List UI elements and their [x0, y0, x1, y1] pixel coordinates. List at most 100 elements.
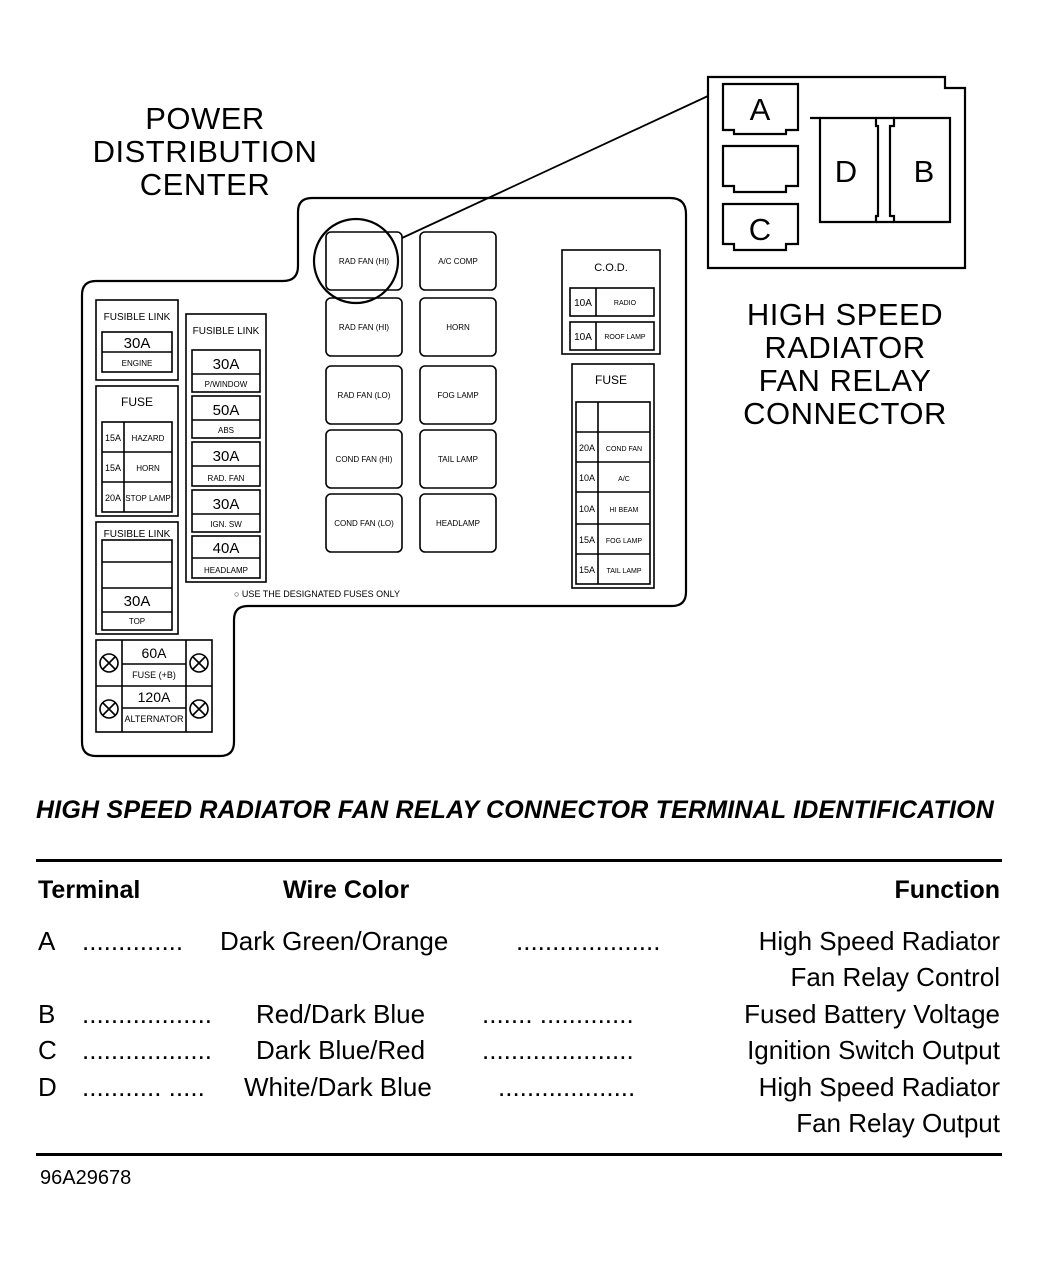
cod-header: C.O.D.: [594, 262, 628, 274]
relay-label: RAD FAN (HI): [339, 257, 390, 266]
relay-label: FOG LAMP: [437, 391, 478, 400]
fuse-rating: 120A: [138, 689, 171, 705]
leader-dots: ..................: [82, 999, 213, 1029]
pin-c-cavity: [721, 202, 800, 252]
figure-reference-number: 96A29678: [40, 1167, 132, 1189]
table-top-rule: [36, 859, 1002, 862]
relay-label: COND FAN (HI): [336, 455, 393, 464]
fuse-rating: 15A: [579, 535, 595, 545]
fuse-name: IGN. SW: [210, 520, 242, 529]
fuse-block-header: FUSE: [121, 395, 153, 409]
pin-label-a: A: [750, 92, 771, 127]
fuse-name: FOG LAMP: [606, 538, 643, 545]
wire-color-cell: Dark Blue/Red: [256, 1035, 426, 1065]
pdc-title: POWER DISTRIBUTION CENTER: [70, 102, 340, 201]
header-terminal: Terminal: [38, 876, 141, 904]
fuse-rating: 15A: [105, 433, 121, 443]
pin-label-c: C: [749, 212, 771, 247]
fuse-rating: 10A: [574, 298, 592, 309]
function-cell: Fan Relay Control: [790, 962, 1000, 992]
function-cell: Ignition Switch Output: [747, 1035, 1000, 1065]
fuse-block-header: FUSE: [595, 373, 627, 387]
terminal-cell: D: [38, 1072, 57, 1102]
fuse-name: STOP LAMP: [125, 494, 171, 503]
leader-dots: ..................: [82, 1035, 213, 1065]
pin-a-cavity: [721, 82, 800, 136]
fuse-name: HORN: [136, 464, 160, 473]
pdc-title-line: CENTER: [139, 167, 271, 202]
fuse-rating: 20A: [105, 493, 121, 503]
fuse-rating: 50A: [213, 402, 240, 419]
pdc-title-line: DISTRIBUTION: [92, 134, 318, 169]
fuse-name: ENGINE: [122, 359, 153, 368]
fuse-rating: 30A: [213, 496, 240, 513]
relay-title-line: CONNECTOR: [743, 396, 947, 431]
function-cell: Fused Battery Voltage: [744, 999, 1000, 1029]
pin-b-cavity: [888, 116, 952, 224]
function-cell: Fan Relay Output: [796, 1108, 1000, 1138]
connector-outline: [706, 75, 967, 270]
relay-label: RAD FAN (HI): [339, 323, 390, 332]
leader-dots: ........... .....: [82, 1072, 205, 1102]
pdc-title-line: POWER: [145, 101, 265, 136]
relay-label: COND FAN (LO): [334, 519, 394, 528]
relay-label: RAD FAN (LO): [338, 391, 391, 400]
function-cell: High Speed Radiator: [758, 926, 1000, 956]
header-function: Function: [894, 876, 1000, 904]
power-distribution-diagram: A D B C: [80, 75, 967, 758]
leader-dots: .....................: [482, 1035, 634, 1065]
fuse-rating: 60A: [142, 645, 168, 661]
designated-fuses-note: ○ USE THE DESIGNATED FUSES ONLY: [234, 589, 400, 599]
terminal-cell: B: [38, 999, 56, 1029]
table-bottom-rule: [36, 1153, 1002, 1156]
pin-label-b: B: [914, 154, 935, 189]
fuse-rating: 30A: [213, 356, 240, 373]
fusible-link-header: FUSIBLE LINK: [193, 326, 260, 337]
fuse-name: HI BEAM: [610, 507, 639, 514]
pin-middle-cavity: [721, 144, 800, 194]
callout-leader-line: [401, 95, 709, 239]
fuse-name: FUSE (+B): [132, 670, 176, 680]
pdc-outline: [80, 196, 688, 758]
fuse-name: P/WINDOW: [205, 380, 248, 389]
leader-dots: ...................: [498, 1072, 636, 1102]
fuse-name: RADIO: [614, 300, 637, 307]
highlight-circle: [312, 217, 400, 305]
header-wire-color: Wire Color: [283, 876, 410, 904]
wire-color-cell: Dark Green/Orange: [220, 926, 449, 956]
terminal-cell: A: [38, 926, 56, 956]
relay-label: HORN: [446, 323, 470, 332]
relay-title-line: FAN RELAY: [758, 363, 932, 398]
relay-title-line: RADIATOR: [764, 330, 926, 365]
relay-label: HEADLAMP: [436, 519, 480, 528]
fuse-rating: 40A: [213, 540, 240, 557]
relay-title-line: HIGH SPEED: [746, 297, 944, 332]
wire-color-cell: White/Dark Blue: [244, 1072, 432, 1102]
fuse-name: ALTERNATOR: [124, 714, 184, 724]
fuse-rating: 20A: [579, 443, 595, 453]
terminal-cell: C: [38, 1035, 57, 1065]
fuse-rating: 15A: [579, 565, 595, 575]
function-cell: High Speed Radiator: [758, 1072, 1000, 1102]
pin-label-d: D: [835, 154, 857, 189]
fuse-rating: 10A: [579, 504, 595, 514]
relay-label: TAIL LAMP: [438, 455, 478, 464]
fuse-name: COND FAN: [606, 446, 642, 453]
fuse-rating: 10A: [574, 332, 592, 343]
wire-color-cell: Red/Dark Blue: [256, 999, 426, 1029]
fuse-rating: 10A: [579, 473, 595, 483]
leader-dots: ..............: [82, 926, 184, 956]
fusible-link-header: FUSIBLE LINK: [104, 312, 171, 323]
pin-d-cavity: [818, 116, 880, 224]
fuse-name: ABS: [218, 426, 234, 435]
fuse-rating: 30A: [213, 448, 240, 465]
fuse-name: ROOF LAMP: [604, 334, 646, 341]
fuse-name: RAD. FAN: [208, 474, 245, 483]
relay-connector-title: HIGH SPEED RADIATOR FAN RELAY CONNECTOR: [700, 298, 990, 430]
leader-dots: ....... .............: [482, 999, 634, 1029]
table-title: HIGH SPEED RADIATOR FAN RELAY CONNECTOR …: [36, 796, 995, 824]
fuse-name: HAZARD: [132, 434, 165, 443]
fusible-link-header: FUSIBLE LINK: [104, 529, 171, 540]
fuse-name: TOP: [129, 617, 145, 626]
fuse-name: HEADLAMP: [204, 566, 248, 575]
